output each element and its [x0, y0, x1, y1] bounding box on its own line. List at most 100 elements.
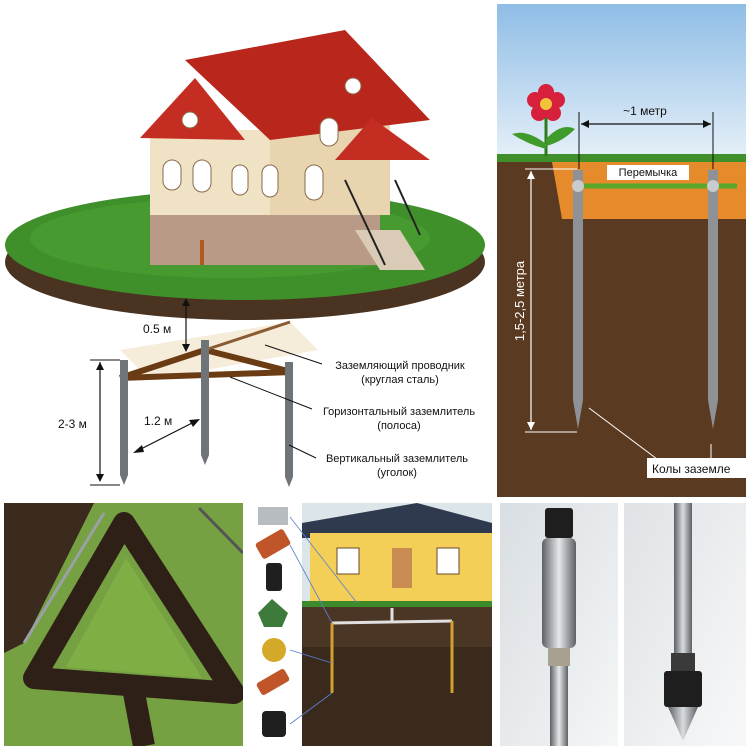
house-grounding-diagram: 0.5 м 2-3 м 1.2 м Заземляющий проводник … [0, 0, 492, 495]
conductor-to-house [204, 320, 291, 352]
window [192, 159, 212, 193]
wall-conductor [200, 240, 204, 265]
stakes-label-box [647, 458, 746, 478]
jumper-label: Перемычка [619, 167, 679, 179]
trench-photo [4, 503, 243, 746]
tip-collar [664, 671, 702, 707]
tip-rod-shaft [674, 503, 692, 653]
kit-part-box [258, 507, 288, 525]
ground-stake-tip [708, 400, 718, 429]
arrow-head [703, 120, 711, 128]
trench-photo-svg [4, 503, 243, 746]
coupling-thread [548, 648, 570, 666]
triangle-trench [23, 512, 243, 704]
window [162, 159, 182, 191]
depth-label: 0.5 м [143, 322, 171, 336]
conductor-sublabel: (круглая сталь) [361, 374, 439, 386]
jumper-label-box [607, 165, 689, 180]
house-roof-main [185, 30, 430, 140]
coupling-svg [500, 503, 618, 746]
depth-label: 1,5-2,5 метра [512, 260, 527, 341]
steel-strip [197, 506, 243, 555]
photo-door [392, 548, 412, 588]
porch-rail [394, 179, 421, 236]
stakes-label: Колы заземле [652, 462, 731, 476]
photo-lawn [302, 601, 492, 607]
horizontal-label: Горизонтальный заземлитель [323, 406, 475, 418]
ground-stake [708, 170, 718, 400]
arrow-head [527, 171, 535, 179]
kit-part-plate [258, 599, 288, 627]
vertical-rod [120, 360, 128, 475]
arrow-head [133, 445, 144, 453]
spacing-dimension [134, 419, 199, 453]
kit-part-nut [262, 638, 286, 662]
vertical-rod [285, 362, 293, 477]
leader-line [288, 444, 317, 459]
flower-icon [512, 84, 575, 156]
coupling-cap [545, 508, 573, 538]
window [261, 164, 279, 198]
kit-part-rod [255, 529, 291, 559]
cross-section-svg: ~1 метр Перемычка 1,5-2,5 метра Колы заз… [497, 4, 746, 497]
stake-clamp [707, 180, 719, 192]
stake-clamp [572, 180, 584, 192]
rod-tip-photo [624, 503, 746, 746]
distance-label: ~1 метр [623, 104, 667, 118]
rod-shaft [550, 666, 568, 746]
arrow-head [96, 474, 104, 482]
vertical-sublabel: (уголок) [377, 467, 417, 479]
photo-soil-layer [302, 607, 492, 647]
leader-line [588, 407, 658, 460]
tip-thread [671, 653, 695, 673]
photo-porch-roof [367, 508, 437, 533]
trench-extension [123, 690, 155, 746]
arrow-head [182, 298, 190, 306]
window-round [181, 111, 199, 129]
tip-point [668, 707, 698, 741]
grass-strip [497, 154, 746, 162]
soil-pile [4, 503, 94, 653]
horizontal-sublabel: (полоса) [377, 420, 420, 432]
vertical-rod-tip [120, 475, 128, 485]
house-diagram-svg: 0.5 м 2-3 м 1.2 м Заземляющий проводник … [5, 30, 485, 487]
kit-part-cap [262, 711, 286, 737]
kit-illustration-svg [252, 503, 492, 746]
ground-stake-tip [573, 400, 583, 429]
grounding-cross-section: ~1 метр Перемычка 1,5-2,5 метра Колы заз… [497, 4, 746, 497]
leader-line [229, 376, 313, 410]
tip-svg [624, 503, 746, 746]
window [304, 164, 324, 201]
vertical-rod [201, 340, 209, 455]
conductor-label: Заземляющий проводник [335, 360, 465, 372]
trench-inner-grass [66, 558, 202, 678]
rod-coupling-photo [500, 503, 618, 746]
arrow-head [189, 419, 200, 427]
porch-rail [344, 179, 386, 266]
kit-part-coupling [266, 563, 282, 591]
trench-clay [552, 162, 746, 219]
photo-window [436, 547, 460, 575]
rod-length-label: 2-3 м [58, 417, 87, 431]
kit-part-tip [256, 669, 290, 695]
window [319, 117, 339, 147]
vertical-rod-tip [285, 477, 293, 487]
vertical-rod-tip [201, 455, 209, 465]
window [231, 164, 249, 196]
sky [497, 4, 746, 159]
spacing-label: 1.2 м [144, 414, 172, 428]
window-round [344, 77, 362, 95]
arrow-head [96, 362, 104, 370]
photo-window [336, 547, 360, 575]
leader-line [264, 344, 323, 365]
vertical-label: Вертикальный заземлитель [326, 453, 468, 465]
grounding-kit-illustration [252, 503, 492, 746]
house-roof-porch [335, 118, 430, 160]
house-roof-left [140, 78, 245, 140]
steel-strip [22, 512, 106, 644]
arrow-head [182, 344, 190, 352]
arrow-head [581, 120, 589, 128]
coupling-sleeve [542, 538, 576, 648]
arrow-head [527, 422, 535, 430]
ground-stake [573, 170, 583, 400]
